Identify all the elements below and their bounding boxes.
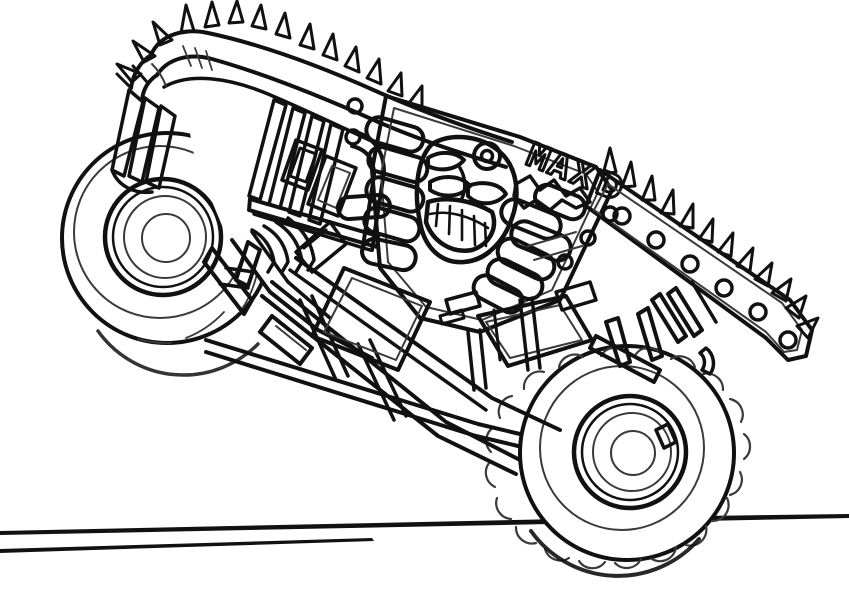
front-suspension-shocks: [234, 216, 316, 288]
grille-capsule-bars-front: [336, 115, 430, 273]
chassis-frame-rails: [204, 220, 594, 476]
left-lower-body-panels: [202, 246, 314, 366]
detail-plates: [438, 231, 598, 326]
skull-face-graphic: [414, 134, 519, 265]
cab-rivet-row: [344, 97, 619, 271]
mid-body-struts: [466, 296, 542, 392]
max-d-livery-text: [524, 140, 624, 199]
roof-spike-row: [115, 0, 424, 110]
rear-suspension-shocks: [588, 280, 718, 450]
roll-cage-and-cab-panels: [230, 98, 386, 360]
cab-roof-panel: [129, 29, 514, 169]
front-cowl-bars: [110, 63, 177, 195]
rear-rail-spike-row: [584, 146, 820, 362]
fender-rivet-row: [612, 206, 798, 350]
